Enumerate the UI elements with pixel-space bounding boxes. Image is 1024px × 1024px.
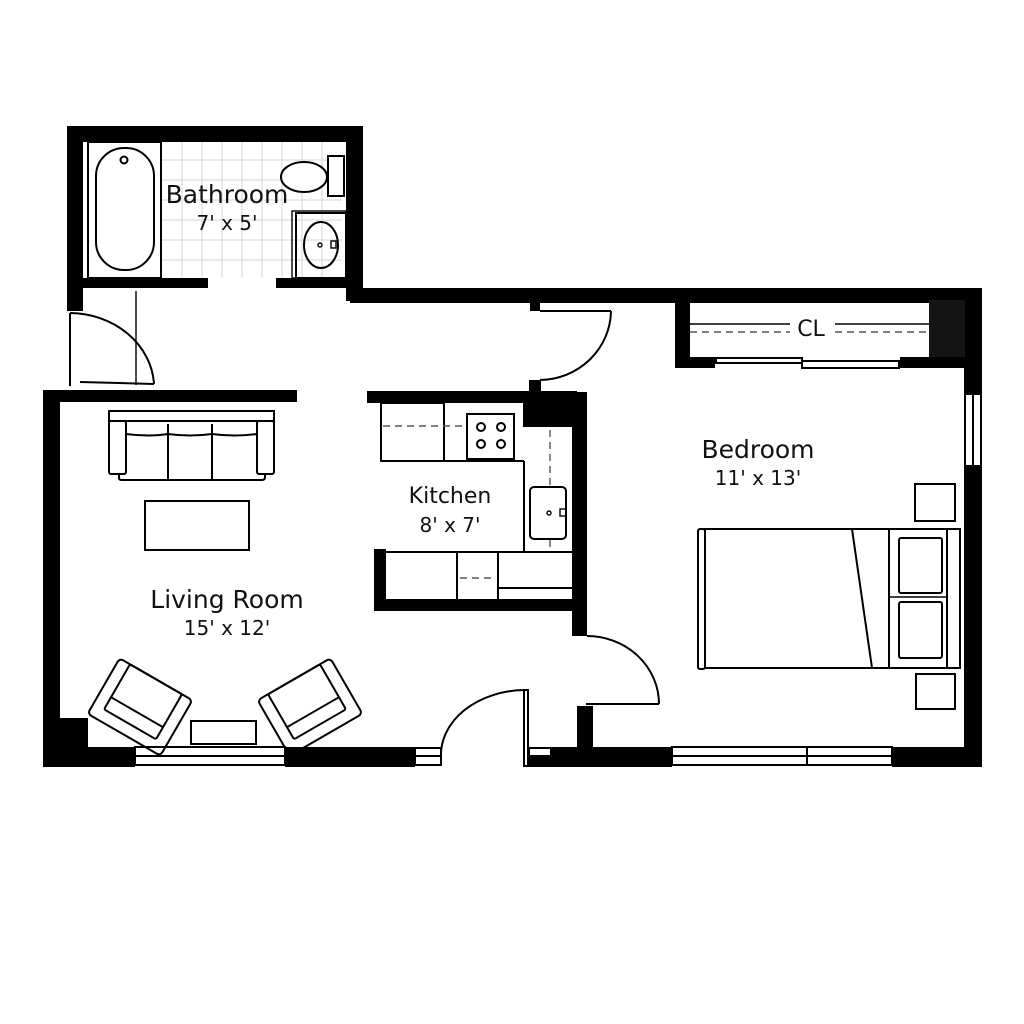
nightstand-top xyxy=(914,483,956,522)
bed xyxy=(697,528,961,670)
vanity-sink xyxy=(291,210,347,279)
kitchen-upper-counter xyxy=(380,402,525,552)
living-room-dimensions: 15' x 12' xyxy=(183,616,271,640)
bathroom-label: Bathroom 7' x 5' xyxy=(166,180,289,236)
kitchen-dimensions: 8' x 7' xyxy=(419,513,481,537)
bedroom-window-bottom xyxy=(671,746,893,766)
kitchen-lower-counter xyxy=(386,551,572,599)
bedroom-door-top[interactable] xyxy=(539,310,612,381)
hall-closet-door[interactable] xyxy=(67,288,155,386)
sofa xyxy=(108,410,275,481)
bathroom-name: Bathroom xyxy=(165,180,289,209)
bedroom-dimensions: 11' x 13' xyxy=(714,466,802,490)
bedroom-label: Bedroom 11' x 13' xyxy=(701,435,814,491)
living-room-name: Living Room xyxy=(150,585,304,614)
small-window-left-of-entry xyxy=(414,747,442,766)
bedroom-closet xyxy=(675,300,965,369)
cooktop xyxy=(466,413,515,460)
side-table xyxy=(190,720,257,745)
kitchen-name: Kitchen xyxy=(408,484,492,509)
kitchen-sink xyxy=(529,430,567,552)
entry-door[interactable] xyxy=(439,689,529,767)
armchair-left xyxy=(88,658,192,756)
kitchen-label: Kitchen 8' x 7' xyxy=(409,482,492,538)
armchair-right xyxy=(258,658,362,756)
bedroom-door-side[interactable] xyxy=(586,635,660,705)
living-room-label: Living Room 15' x 12' xyxy=(150,585,303,641)
bathroom-dimensions: 7' x 5' xyxy=(196,211,258,235)
bedroom-window-right xyxy=(964,393,982,467)
nightstand-bottom xyxy=(915,673,956,710)
bathroom-area xyxy=(67,126,363,311)
living-room-window xyxy=(134,746,286,766)
coffee-table xyxy=(144,500,250,551)
toilet xyxy=(280,155,345,197)
bedroom-name: Bedroom xyxy=(701,435,815,464)
closet-label: CL xyxy=(797,317,825,342)
closet-sliding-doors[interactable] xyxy=(715,357,900,369)
